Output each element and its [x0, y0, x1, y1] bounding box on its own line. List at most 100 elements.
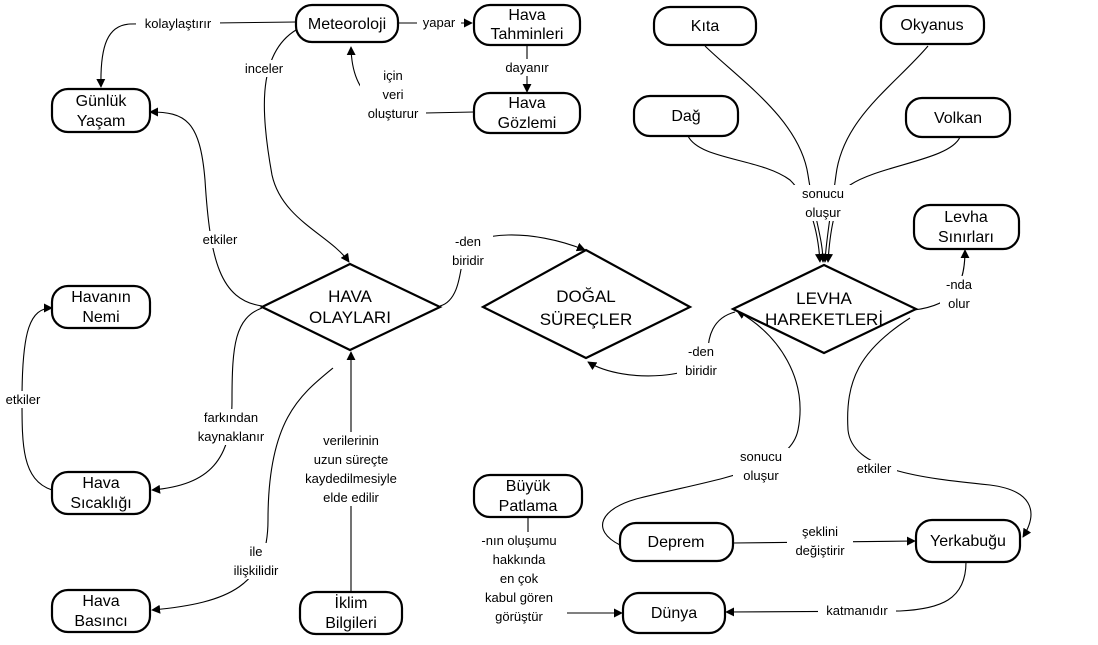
svg-text:Deprem: Deprem — [648, 534, 705, 551]
node-okyanus[interactable]: Okyanus — [879, 4, 986, 46]
node-yerkabugu[interactable]: Yerkabuğu — [914, 518, 1022, 564]
edge-volkan-levha — [824, 136, 961, 263]
svg-text:Bilgileri: Bilgileri — [325, 615, 377, 632]
link-label-etkiler-gunluk: etkiler — [196, 231, 244, 248]
svg-text:sonucu: sonucu — [740, 449, 782, 464]
svg-text:verilerinin: verilerinin — [323, 433, 379, 448]
svg-text:Büyük: Büyük — [506, 478, 551, 495]
svg-text:-den: -den — [688, 344, 714, 359]
link-label-katmanidir: katmanıdır — [818, 602, 896, 619]
link-label-etkiler-nem: etkiler — [0, 391, 46, 408]
node-dunya[interactable]: Dünya — [621, 591, 727, 635]
link-label-ile-iliskilidir: ile ilişkilidir — [234, 543, 298, 579]
edge-levha-yerkabugu — [847, 317, 1032, 538]
svg-text:kaynaklanır: kaynaklanır — [198, 429, 265, 444]
link-labels: yapar kolaylaştırır inceler dayanır için… — [0, 14, 978, 626]
nodes: Meteoroloji Hava Tahminleri Hava Gözlemi… — [50, 3, 1022, 636]
link-label-den-biridir-2: -den biridir — [677, 343, 725, 379]
edge-olaylar-sicaklik — [151, 307, 263, 494]
svg-text:uzun süreçte: uzun süreçte — [314, 452, 388, 467]
svg-text:etkiler: etkiler — [6, 392, 41, 407]
svg-text:oluşur: oluşur — [805, 205, 841, 220]
edge-kita-levha — [704, 45, 828, 263]
link-label-nin-olusumu: -nın oluşumu hakkında en çok kabul gören… — [471, 532, 567, 626]
svg-text:kolaylaştırır: kolaylaştırır — [145, 16, 212, 31]
svg-text:Yerkabuğu: Yerkabuğu — [930, 533, 1006, 550]
svg-text:-den: -den — [455, 234, 481, 249]
node-hava-olaylari[interactable]: HAVA OLAYLARI — [259, 262, 443, 352]
svg-text:SÜREÇLER: SÜREÇLER — [540, 310, 633, 329]
svg-text:Levha: Levha — [944, 209, 988, 226]
svg-text:Volkan: Volkan — [934, 110, 982, 127]
svg-text:DOĞAL: DOĞAL — [556, 287, 616, 306]
svg-text:-nın oluşumu: -nın oluşumu — [481, 533, 556, 548]
svg-text:sonucu: sonucu — [802, 186, 844, 201]
svg-text:Hava: Hava — [82, 593, 119, 610]
node-hava-gozlemi[interactable]: Hava Gözlemi — [472, 91, 582, 135]
edge-dag-levha — [687, 135, 824, 263]
svg-text:Hava: Hava — [508, 7, 545, 24]
node-hava-sicakligi[interactable]: Hava Sıcaklığı — [50, 470, 152, 516]
node-kita[interactable]: Kıta — [652, 5, 758, 47]
svg-text:Nemi: Nemi — [82, 309, 119, 326]
svg-text:etkiler: etkiler — [857, 461, 892, 476]
link-label-den-biridir-1: -den biridir — [443, 233, 493, 269]
link-label-sonucu-olusur-2: sonucu oluşur — [733, 448, 789, 484]
svg-text:kabul gören: kabul gören — [485, 590, 553, 605]
edge-olaylar-basinc — [151, 367, 334, 614]
svg-text:Basıncı: Basıncı — [74, 613, 127, 630]
svg-text:HAVA: HAVA — [328, 287, 372, 306]
svg-text:Patlama: Patlama — [499, 498, 558, 515]
svg-text:-nda: -nda — [946, 277, 973, 292]
svg-text:Okyanus: Okyanus — [900, 17, 963, 34]
svg-text:inceler: inceler — [245, 61, 284, 76]
svg-text:değiştirir: değiştirir — [795, 543, 845, 558]
svg-text:görüştür: görüştür — [495, 609, 543, 624]
node-hava-basinci[interactable]: Hava Basıncı — [50, 588, 152, 634]
svg-text:şeklini: şeklini — [802, 524, 838, 539]
svg-text:Günlük: Günlük — [76, 93, 128, 110]
svg-text:Hava: Hava — [82, 475, 119, 492]
svg-text:Gözlemi: Gözlemi — [498, 115, 557, 132]
link-label-icin-veri: için veri oluşturur — [360, 66, 426, 122]
node-levha-sinirlari[interactable]: Levha Sınırları — [912, 203, 1021, 251]
svg-text:biridir: biridir — [452, 253, 484, 268]
link-label-etkiler-yerkabugu: etkiler — [851, 460, 897, 477]
svg-text:Dünya: Dünya — [651, 605, 697, 622]
node-havanin-nemi[interactable]: Havanın Nemi — [50, 284, 152, 330]
node-hava-tahminleri[interactable]: Hava Tahminleri — [472, 3, 582, 47]
link-label-sonucu-olusur-1: sonucu oluşur — [794, 185, 852, 221]
node-levha-hareketleri[interactable]: LEVHA HAREKETLERİ — [730, 263, 919, 355]
node-dogal-surecler[interactable]: DOĞAL SÜREÇLER — [480, 248, 693, 360]
edge-yerkabugu-dunya — [725, 561, 967, 617]
link-label-inceler: inceler — [239, 60, 289, 77]
node-volkan[interactable]: Volkan — [904, 96, 1012, 139]
link-label-verilerinin: verilerinin uzun süreçte kaydedilmesiyle… — [291, 432, 411, 506]
svg-text:kaydedilmesiyle: kaydedilmesiyle — [305, 471, 397, 486]
svg-text:ile: ile — [249, 544, 262, 559]
node-buyuk-patlama[interactable]: Büyük Patlama — [472, 473, 584, 519]
node-dag[interactable]: Dağ — [632, 94, 740, 138]
link-label-seklini: şeklini değiştirir — [787, 523, 853, 559]
svg-text:LEVHA: LEVHA — [796, 289, 852, 308]
svg-text:yapar: yapar — [423, 15, 456, 30]
svg-text:dayanır: dayanır — [505, 60, 549, 75]
svg-text:Sınırları: Sınırları — [938, 229, 994, 246]
svg-text:Kıta: Kıta — [691, 18, 720, 35]
node-meteoroloji[interactable]: Meteoroloji — [294, 3, 400, 44]
link-label-kolaylastirir: kolaylaştırır — [136, 15, 220, 32]
link-label-farkindan: farkından kaynaklanır — [187, 409, 275, 445]
svg-text:ilişkilidir: ilişkilidir — [234, 563, 279, 578]
svg-text:Dağ: Dağ — [671, 108, 700, 125]
svg-text:Tahminleri: Tahminleri — [491, 26, 564, 43]
svg-text:OLAYLARI: OLAYLARI — [309, 308, 391, 327]
node-gunluk-yasam[interactable]: Günlük Yaşam — [50, 87, 152, 134]
svg-text:Yaşam: Yaşam — [77, 113, 126, 130]
link-label-dayanir: dayanır — [498, 59, 556, 76]
edge-olaylar-gunluk — [149, 107, 263, 307]
svg-text:Havanın: Havanın — [71, 289, 131, 306]
node-iklim-bilgileri[interactable]: İklim Bilgileri — [298, 590, 404, 636]
node-deprem[interactable]: Deprem — [618, 521, 735, 563]
svg-text:Meteoroloji: Meteoroloji — [308, 16, 386, 33]
svg-text:farkından: farkından — [204, 410, 258, 425]
